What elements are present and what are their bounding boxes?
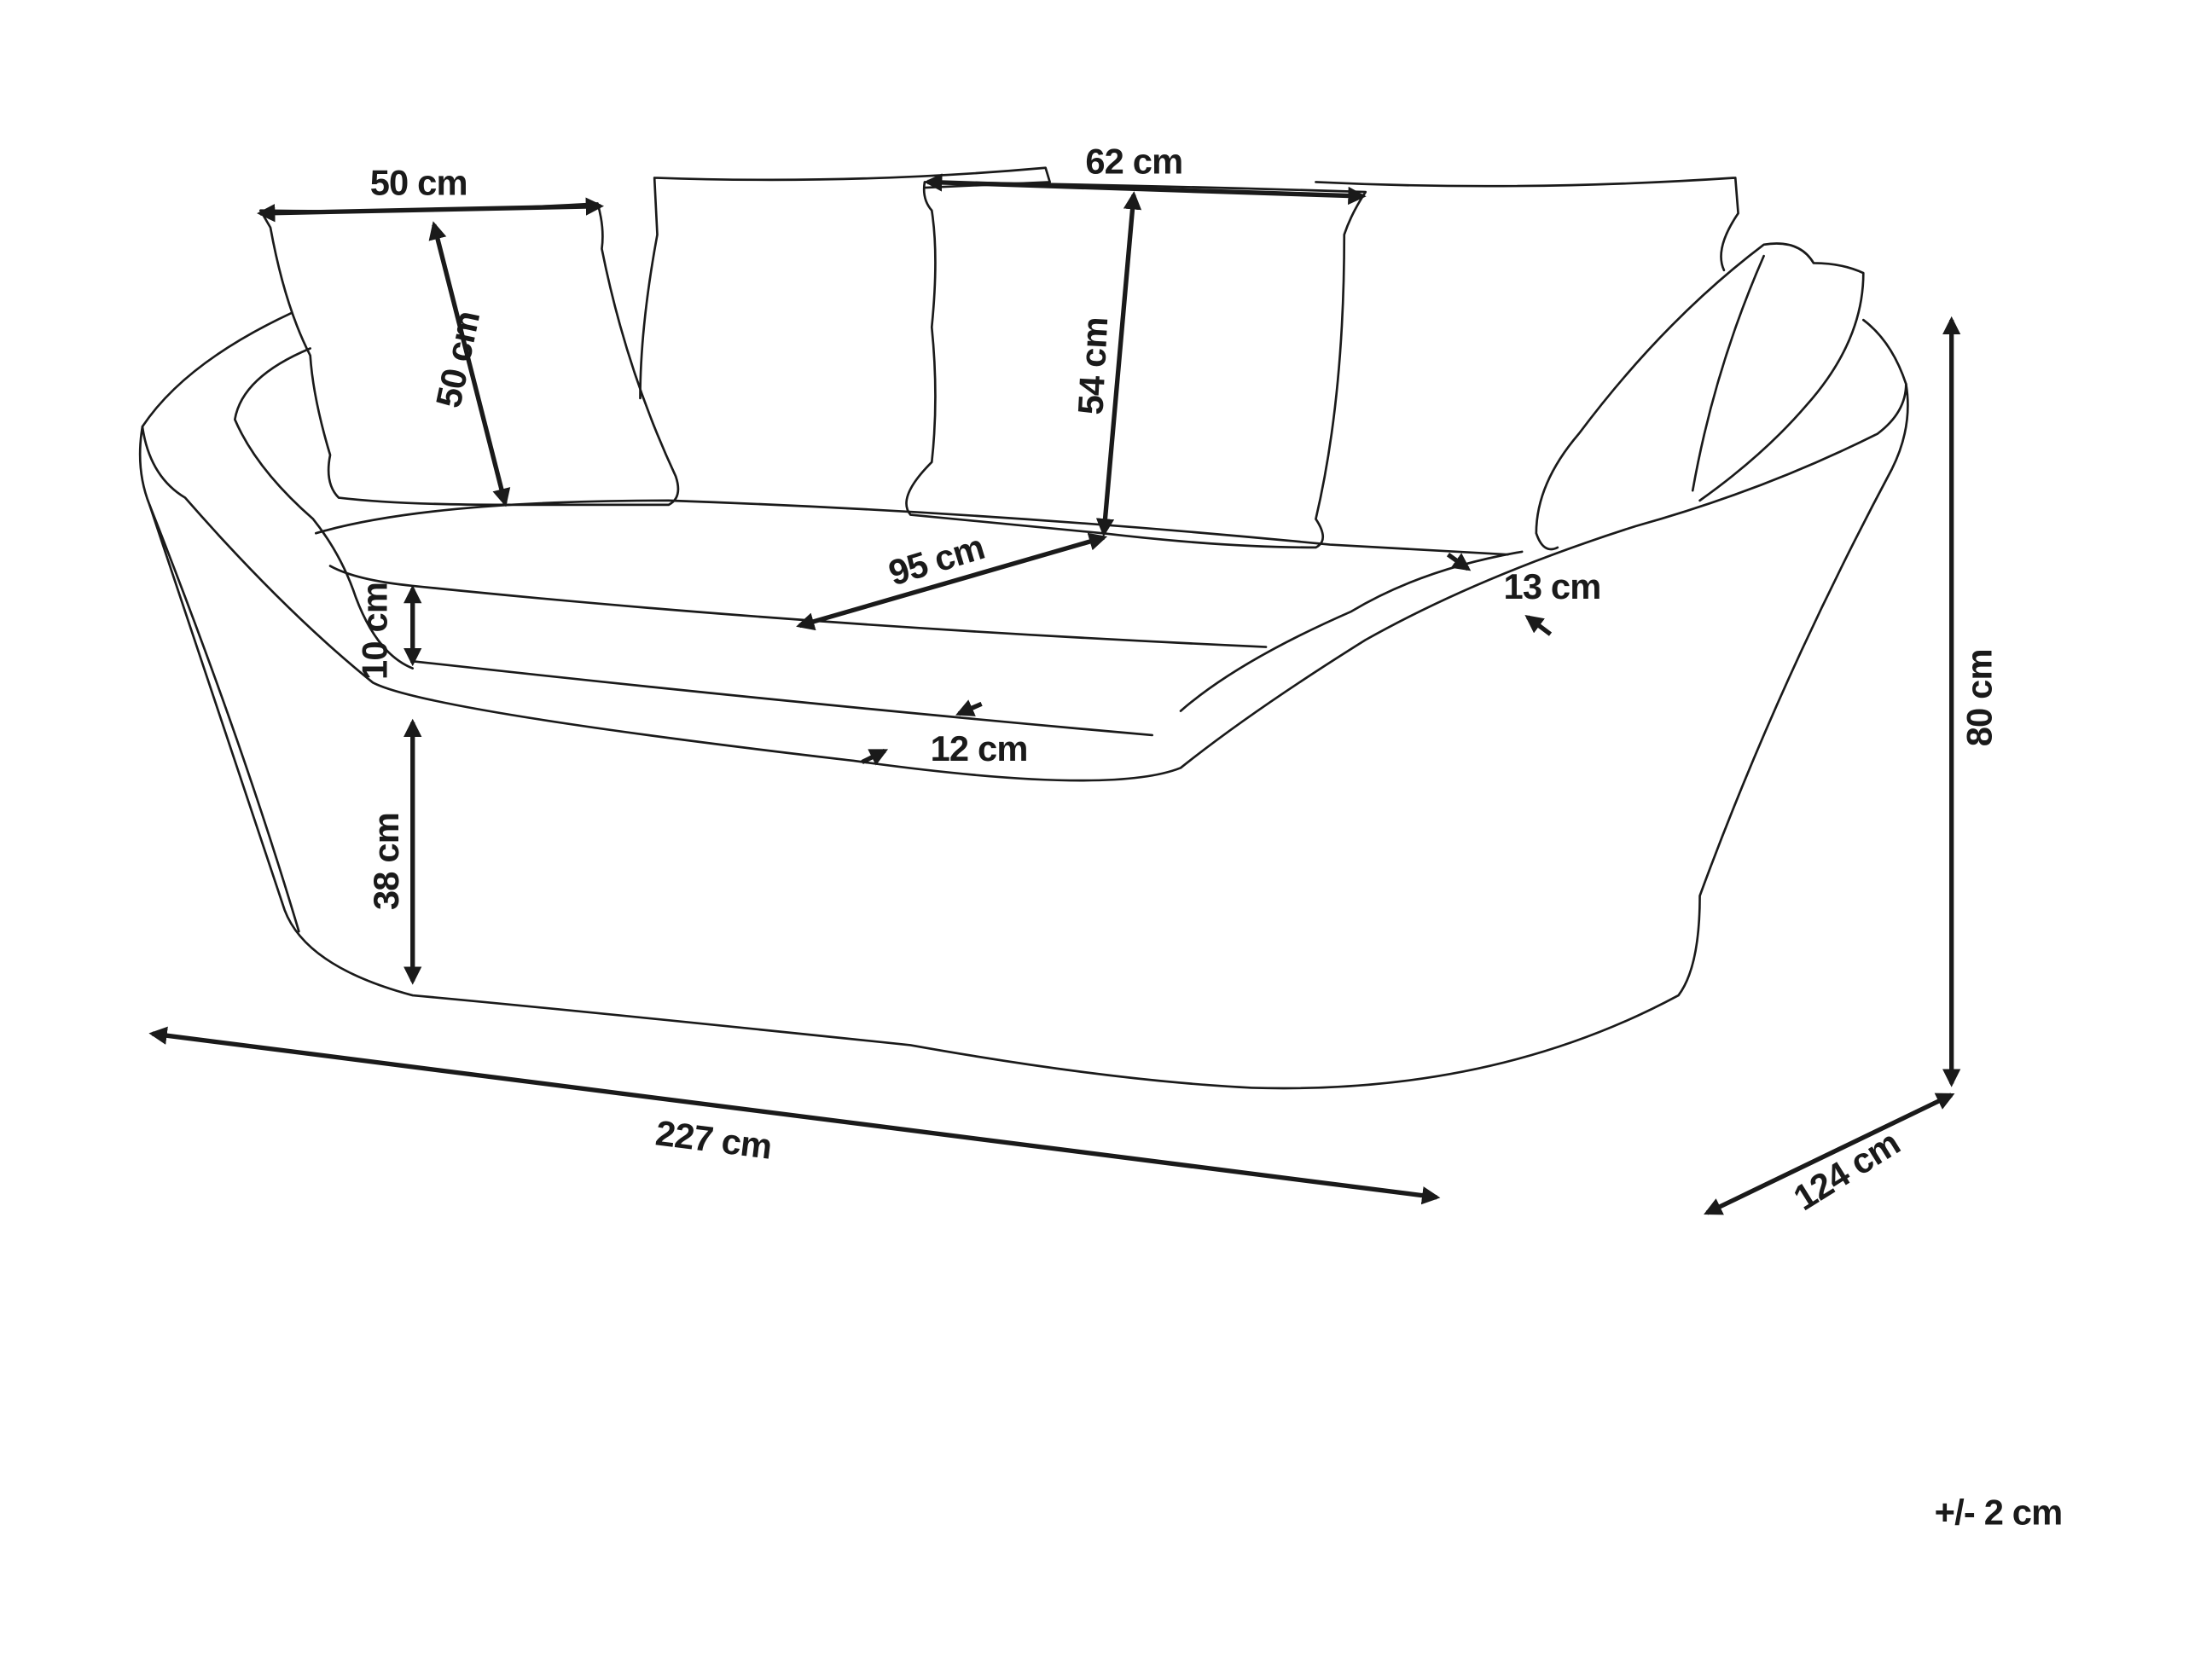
dim-arrow-edge-2 [861, 748, 889, 766]
dim-arrow-pillow-small-height [428, 221, 511, 507]
dim-arrow-pillow-small-width [257, 197, 605, 223]
label-arm-thickness: 13 cm [1503, 566, 1600, 606]
seat-cushion [315, 499, 1509, 737]
dim-arrow-total-width [148, 1026, 1441, 1205]
label-total-height: 80 cm [1959, 649, 1999, 746]
side-pillow [1535, 242, 1865, 551]
label-pillow-large-width: 62 cm [1085, 141, 1182, 181]
label-tolerance: +/- 2 cm [1935, 1492, 2063, 1532]
label-cushion-height: 10 cm [355, 583, 395, 680]
dim-arrow-edge-1 [955, 699, 983, 716]
dim-arrow-seat-depth [796, 532, 1108, 631]
dim-arrow-pillow-large-width [923, 173, 1367, 206]
label-total-width: 227 cm [653, 1112, 774, 1166]
sofa-outline [138, 166, 1909, 1090]
back-pillow-left [639, 166, 1051, 400]
dim-arrow-arm-2 [1524, 615, 1553, 636]
label-seat-height: 38 cm [366, 813, 406, 910]
dim-arrow-pillow-large-height [1095, 191, 1142, 537]
label-total-depth: 124 cm [1786, 1122, 1907, 1218]
label-pillow-small-width: 50 cm [370, 162, 467, 202]
pillow-large [905, 181, 1367, 549]
frame-inner [141, 311, 1907, 782]
label-pillow-large-height: 54 cm [1070, 316, 1115, 415]
dim-arrow-arm-1 [1446, 553, 1472, 571]
label-seat-depth: 95 cm [884, 526, 989, 593]
back-pillow-right [1315, 177, 1739, 272]
dim-arrow-total-depth [1704, 1093, 1955, 1215]
label-frame-edge: 12 cm [931, 728, 1028, 768]
